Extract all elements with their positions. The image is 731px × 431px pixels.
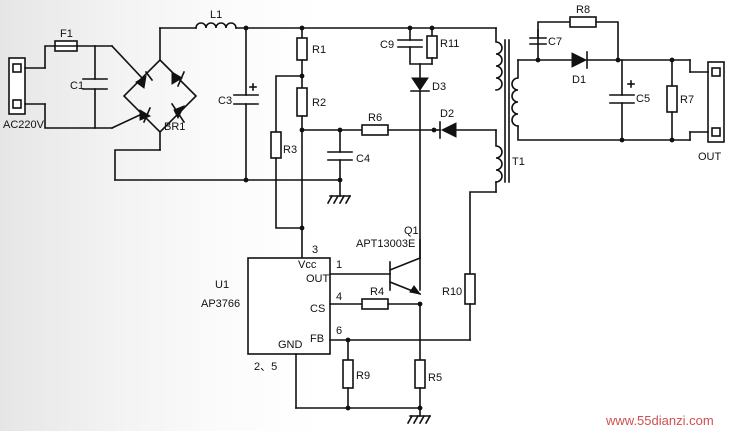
resistor-r2 — [296, 87, 308, 131]
label-c1: C1 — [70, 80, 84, 92]
resistor-r5 — [414, 303, 426, 417]
label-r10: R10 — [442, 286, 462, 298]
label-r3: R3 — [283, 144, 297, 156]
label-c9: C9 — [380, 39, 394, 51]
capacitor-c1 — [82, 78, 108, 90]
label-c7: C7 — [548, 36, 562, 48]
pin-vcc-number: 3 — [312, 244, 318, 256]
transistor-q1 — [388, 239, 422, 296]
label-c4: C4 — [356, 153, 370, 165]
pin-out-label: OUT — [306, 273, 330, 285]
ic-part: AP3766 — [201, 298, 240, 310]
watermark: www.55dianzi.com — [605, 413, 714, 428]
resistor-r9 — [342, 337, 354, 411]
label-d1: D1 — [572, 74, 586, 86]
diode-d2 — [431, 121, 497, 139]
pin-out-number: 1 — [336, 259, 342, 271]
label-r7: R7 — [680, 94, 694, 106]
inductor-l1 — [195, 22, 497, 29]
label-t1: T1 — [512, 156, 525, 168]
ground-symbol-1 — [326, 194, 352, 205]
ic-ref: U1 — [215, 279, 229, 291]
resistor-r3 — [270, 73, 305, 259]
label-r9: R9 — [356, 370, 370, 382]
label-br1: BR1 — [164, 121, 185, 133]
resistor-r4 — [361, 298, 423, 310]
snubber-network — [397, 25, 438, 291]
label-l1: L1 — [210, 9, 222, 21]
label-r8: R8 — [576, 4, 590, 16]
fuse-f1 — [54, 40, 78, 52]
pin-fb-number: 6 — [336, 325, 342, 337]
label-f1: F1 — [60, 28, 73, 40]
ground-symbol-2 — [406, 414, 432, 425]
resistor-r10 — [464, 273, 476, 341]
input-wires — [44, 45, 113, 129]
q1-ref: Q1 — [404, 225, 419, 237]
q1-part: APT13003E — [356, 238, 415, 250]
label-d2: D2 — [440, 108, 454, 120]
label-r2: R2 — [312, 97, 326, 109]
label-r6: R6 — [368, 112, 382, 124]
label-c3: C3 — [218, 95, 232, 107]
pin-gnd-label: GND — [278, 339, 303, 351]
capacitor-c3 — [233, 27, 259, 181]
ac-input-connector — [8, 57, 46, 115]
vcc-node-wires — [299, 127, 363, 231]
label-c5: C5 — [636, 93, 650, 105]
pin-cs-label: CS — [310, 303, 325, 315]
output-section — [529, 16, 691, 143]
capacitor-c4 — [327, 129, 353, 197]
label-r1: R1 — [312, 44, 326, 56]
ic-u1 — [247, 257, 471, 409]
pin-vcc-label: Vcc — [298, 259, 317, 271]
label-r5: R5 — [428, 372, 442, 384]
bridge-rectifier-br1 — [110, 27, 198, 181]
resistor-r6 — [361, 124, 435, 136]
pin-fb-label: FB — [310, 333, 324, 345]
pin-cs-number: 4 — [336, 291, 342, 303]
output-label: OUT — [698, 151, 722, 163]
label-d3: D3 — [432, 81, 446, 93]
ac-input-label: AC220V — [3, 119, 45, 131]
transformer-t1 — [469, 27, 691, 275]
pin-gnd-number: 2、5 — [254, 361, 277, 373]
label-r4: R4 — [370, 286, 384, 298]
output-connector — [689, 59, 725, 143]
resistor-r1 — [296, 25, 308, 89]
label-r11: R11 — [440, 38, 459, 50]
